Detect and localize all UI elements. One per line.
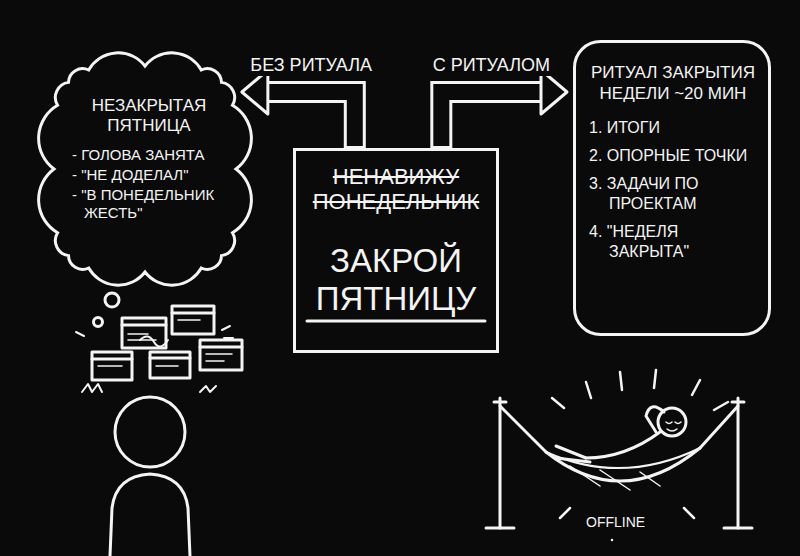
block-arrow [242,70,355,148]
heading: РИТУАЛ ЗАКРЫТИЯ НЕДЕЛИ ~20 МИН [589,62,757,104]
window-bar [92,358,132,361]
window-bar [172,312,214,315]
arrow-label: БЕЗ РИТУАЛА [246,54,376,76]
ritual-box: РИТУАЛ ЗАКРЫТИЯ НЕДЕЛИ ~20 МИН 1. ИТОГИ 2.… [573,40,771,336]
hammock-post [499,398,502,528]
window-icon [150,352,190,378]
arrow-shaft [441,92,541,148]
body-text: - ГОЛОВА ЗАНЯТА [72,146,226,164]
slogan-box: НЕНАВИЖУ ПОНЕДЕЛЬНИК ЗАКРОЙ ПЯТНИЦУ [293,148,499,353]
resting-person [486,370,752,540]
window-bar [150,357,190,360]
person-body [586,432,660,458]
arrow-head [242,70,268,114]
body-text: 3. ЗАДАЧИ ПО ПРОЕКТАМ [589,174,757,214]
window-bar [122,324,166,327]
person-arm [646,407,664,432]
heading: НЕНАВИЖУ ПОНЕДЕЛЬНИК [303,164,489,214]
stressed-person [76,293,242,556]
heading: НЕЗАКРЫТАЯ ПЯТНИЦА [72,96,226,136]
arrow-label: С РИТУАЛОМ [429,54,554,76]
body-text: 2. ОПОРНЫЕ ТОЧКИ [589,146,757,166]
hammock-net [570,466,660,490]
box-outline [575,42,770,335]
underline [307,320,485,323]
box-outline [295,150,498,352]
body-text: 1. ИТОГИ [589,118,757,138]
note-label: OFFLINE [582,514,649,530]
body-text: - "В ПОНЕДЕЛЬНИК ЖЕСТЬ" [72,186,226,222]
hammock-post [737,398,740,528]
person-legs [556,446,590,462]
body-text: ЗАКРОЙ ПЯТНИЦУ [303,242,489,318]
stress-marks [76,326,233,338]
stress-marks [200,386,216,392]
scribble [140,336,168,346]
hammock-rope [700,406,738,448]
arrow-shaft-inner [266,92,355,146]
window-lines [98,320,232,366]
hammock-rope [500,406,546,452]
person-body [110,474,190,556]
person-head [115,397,185,467]
person-face [666,422,681,431]
window-icon [122,318,166,348]
arrow-shaft-inner [441,92,543,146]
arrow-shaft [268,92,355,148]
cloud-outline [39,53,252,285]
arrow-head [541,70,567,114]
post-caps [486,402,752,528]
window-icon [200,340,242,370]
thought-bubble [94,318,103,327]
block-arrow [441,70,567,148]
thought-cloud: НЕЗАКРЫТАЯ ПЯТНИЦА - ГОЛОВА ЗАНЯТА - "НЕ Д… [38,50,252,288]
window-bar [200,346,242,349]
sun-rays [552,370,728,540]
thought-bubble [105,293,119,307]
stress-marks [82,384,102,392]
body-text: - "НЕ ДОДЕЛАЛ" [72,166,226,184]
body-text: 4. "НЕДЕЛЯ ЗАКРЫТА" [589,222,757,262]
